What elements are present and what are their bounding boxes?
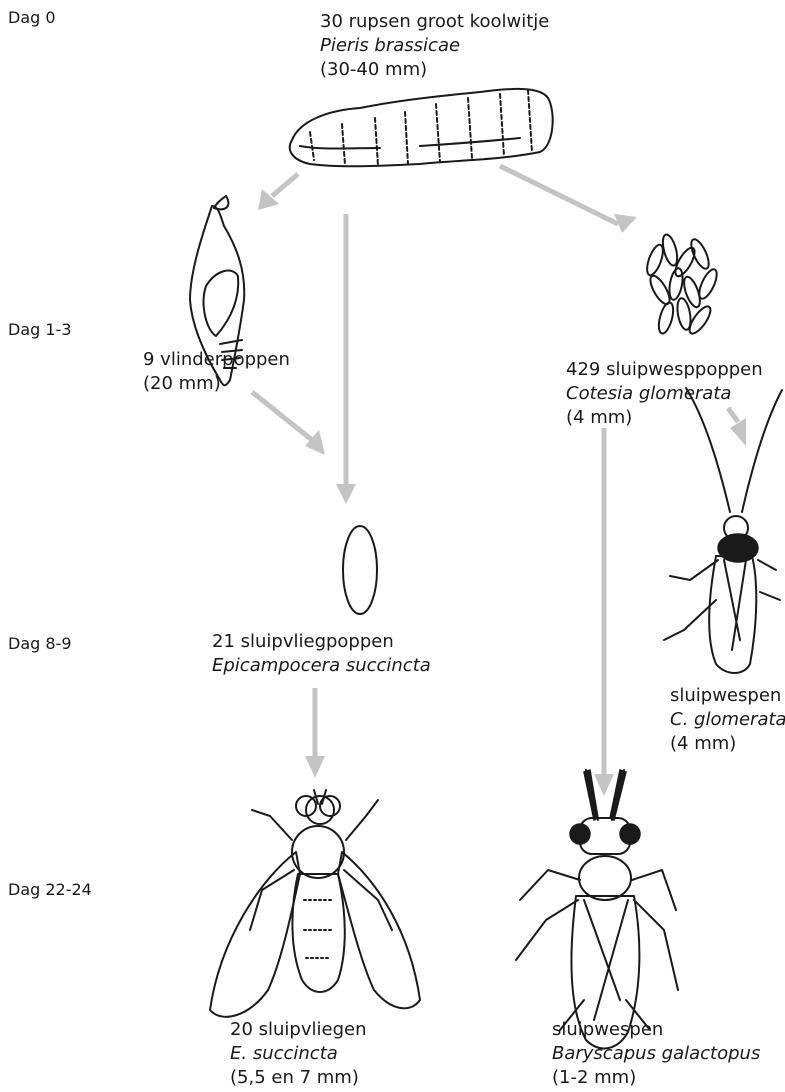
wasp-pupae-species: Cotesia glomerata	[566, 382, 763, 406]
flies-size: (5,5 en 7 mm)	[230, 1066, 366, 1090]
fly-pupae-label: 21 sluipvliegpoppen Epicampocera succinc…	[212, 630, 431, 678]
glomerata-wasp-drawing	[664, 388, 782, 673]
wasp-pupae-drawing	[644, 233, 720, 337]
arrow-caterpillar-to-fly-pupa	[336, 214, 356, 504]
galactopus-wasps-title: sluipwespen	[552, 1018, 760, 1042]
butterfly-pupae-label: 9 vlinderpoppen (20 mm)	[143, 348, 290, 396]
arrow-caterpillar-to-butterfly-pupa	[258, 174, 298, 210]
glomerata-wasps-title: sluipwespen	[670, 684, 785, 708]
wasp-pupae-size: (4 mm)	[566, 406, 763, 430]
caterpillar-label: 30 rupsen groot koolwitje Pieris brassic…	[320, 10, 549, 82]
galactopus-wasps-label: sluipwespen Baryscapus galactopus (1-2 m…	[552, 1018, 760, 1090]
arrow-butterfly-pupa-to-fly-pupa	[252, 392, 325, 455]
fly-pupa-drawing	[343, 526, 377, 614]
butterfly-pupae-size: (20 mm)	[143, 372, 290, 396]
caterpillar-title: 30 rupsen groot koolwitje	[320, 10, 549, 34]
wasp-pupae-label: 429 sluipwesppoppen Cotesia glomerata (4…	[566, 358, 763, 430]
caterpillar-species: Pieris brassicae	[320, 34, 549, 58]
flies-label: 20 sluipvliegen E. succincta (5,5 en 7 m…	[230, 1018, 366, 1090]
caterpillar-size: (30-40 mm)	[320, 58, 549, 82]
glomerata-wasps-label: sluipwespen C. glomerata (4 mm)	[670, 684, 785, 756]
galactopus-wasps-species: Baryscapus galactopus	[552, 1042, 760, 1066]
glomerata-wasps-species: C. glomerata	[670, 708, 785, 732]
wasp-pupae-title: 429 sluipwesppoppen	[566, 358, 763, 382]
arrow-wasp-pupae-to-galactopus	[594, 428, 614, 796]
glomerata-wasps-size: (4 mm)	[670, 732, 785, 756]
flies-species: E. succincta	[230, 1042, 366, 1066]
fly-drawing	[210, 790, 420, 1017]
arrow-caterpillar-to-wasp-pupae	[500, 166, 637, 233]
galactopus-wasps-size: (1-2 mm)	[552, 1066, 760, 1090]
fly-pupae-title: 21 sluipvliegpoppen	[212, 630, 431, 654]
flies-title: 20 sluipvliegen	[230, 1018, 366, 1042]
caterpillar-drawing	[290, 89, 553, 166]
arrow-fly-pupa-to-fly	[305, 688, 325, 778]
fly-pupae-species: Epicampocera succincta	[212, 654, 431, 678]
galactopus-wasp-drawing	[516, 770, 678, 1048]
butterfly-pupae-title: 9 vlinderpoppen	[143, 348, 290, 372]
